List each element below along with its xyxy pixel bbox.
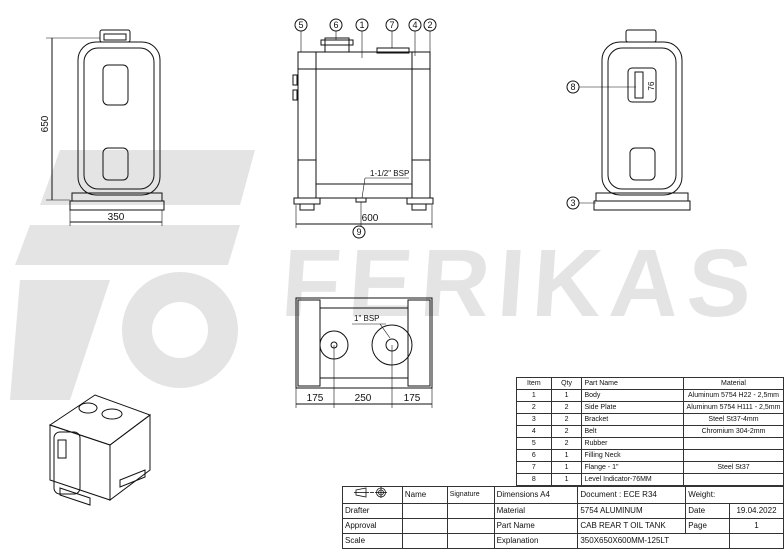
scale-label: Scale bbox=[342, 533, 403, 549]
cell-qty: 1 bbox=[550, 461, 583, 474]
explanation-label: Explanation bbox=[493, 533, 579, 549]
top-view bbox=[295, 297, 433, 408]
balloon-8: 8 bbox=[570, 82, 575, 92]
signature-label: Signature bbox=[446, 486, 495, 504]
drafter-label: Drafter bbox=[342, 503, 403, 519]
part-name-label: Part Name bbox=[493, 518, 579, 534]
title-block: Name Signature Dimensions A4 Document : … bbox=[342, 486, 784, 549]
flange-thread-label: 1" BSP bbox=[354, 314, 380, 323]
balloon-9: 9 bbox=[356, 227, 361, 237]
weight-label: Weight: bbox=[685, 486, 784, 504]
cell-qty: 2 bbox=[550, 401, 583, 414]
explanation-value: 350X650X600MM-125LT bbox=[577, 533, 731, 549]
cell-item: 4 bbox=[516, 425, 552, 438]
part-name-value: CAB REAR T OIL TANK bbox=[577, 518, 687, 534]
cell-part-name: Rubber bbox=[581, 437, 684, 450]
balloon-1: 1 bbox=[359, 20, 364, 30]
side-width-dim: 350 bbox=[108, 212, 125, 223]
balloon-5: 5 bbox=[298, 20, 303, 30]
cell-part-name: Filling Neck bbox=[581, 449, 684, 462]
cell-qty: 1 bbox=[550, 449, 583, 462]
cell-material bbox=[683, 449, 784, 462]
cell-item: 7 bbox=[516, 461, 552, 474]
scale-name bbox=[401, 533, 448, 549]
cell-part-name: Flange - 1" bbox=[581, 461, 684, 474]
empty-cell bbox=[729, 533, 784, 549]
cell-part-name: Bracket bbox=[581, 413, 684, 426]
balloon-3: 3 bbox=[570, 198, 575, 208]
cell-material: Chromium 304-2mm bbox=[683, 425, 784, 438]
cell-part-name: Belt bbox=[581, 425, 684, 438]
approval-label: Approval bbox=[342, 518, 403, 534]
header-part-name: Part Name bbox=[581, 377, 684, 390]
cell-qty: 2 bbox=[550, 437, 583, 450]
header-item: Item bbox=[516, 377, 552, 390]
balloon-6: 6 bbox=[333, 20, 338, 30]
rear-view bbox=[566, 29, 691, 211]
isometric-view bbox=[48, 394, 152, 506]
cell-part-name: Side Plate bbox=[581, 401, 684, 414]
parts-table-header: Item Qty Part Name Material bbox=[516, 377, 784, 390]
drafter-name bbox=[401, 503, 448, 519]
cell-material bbox=[683, 473, 784, 486]
cell-part-name: Body bbox=[581, 389, 684, 402]
top-dim-left: 175 bbox=[307, 393, 324, 404]
date-label: Date bbox=[685, 503, 731, 519]
cell-qty: 1 bbox=[550, 473, 583, 486]
cell-item: 8 bbox=[516, 473, 552, 486]
scale-signature bbox=[446, 533, 495, 549]
cell-material bbox=[683, 437, 784, 450]
drafter-signature bbox=[446, 503, 495, 519]
cell-item: 6 bbox=[516, 449, 552, 462]
front-view bbox=[292, 18, 437, 239]
balloon-7: 7 bbox=[389, 20, 394, 30]
projection-symbol bbox=[342, 486, 403, 504]
suction-thread-label: 1-1/2" BSP bbox=[370, 169, 409, 178]
side-height-dim: 650 bbox=[40, 115, 51, 132]
cell-qty: 1 bbox=[550, 389, 583, 402]
dimensions-value: Dimensions A4 bbox=[493, 486, 579, 504]
cell-item: 5 bbox=[516, 437, 552, 450]
material-label: Material bbox=[493, 503, 579, 519]
balloon-2: 2 bbox=[427, 20, 432, 30]
page-value: 1 bbox=[729, 518, 784, 534]
indicator-dim: 76 bbox=[647, 81, 656, 90]
header-qty: Qty bbox=[550, 377, 583, 390]
name-label: Name bbox=[401, 486, 448, 504]
cell-part-name: Level Indicator-76MM bbox=[581, 473, 684, 486]
cell-material: Aluminum 5754 H111 - 2,5mm bbox=[683, 401, 784, 414]
cell-qty: 2 bbox=[550, 425, 583, 438]
document-value: Document : ECE R34 bbox=[577, 486, 687, 504]
cell-material: Steel St37 bbox=[683, 461, 784, 474]
watermark-logo bbox=[10, 150, 255, 400]
third-angle-projection-icon bbox=[354, 487, 388, 498]
date-value: 19.04.2022 bbox=[729, 503, 784, 519]
cell-item: 1 bbox=[516, 389, 552, 402]
cell-qty: 2 bbox=[550, 413, 583, 426]
material-value: 5754 ALUMINUM bbox=[577, 503, 687, 519]
cell-item: 2 bbox=[516, 401, 552, 414]
side-view bbox=[46, 29, 165, 226]
approval-name bbox=[401, 518, 448, 534]
top-dim-middle: 250 bbox=[355, 393, 372, 404]
cell-material: Aluminum 5754 H22 - 2,5mm bbox=[683, 389, 784, 402]
balloon-4: 4 bbox=[412, 20, 417, 30]
top-dim-right: 175 bbox=[404, 393, 421, 404]
cell-item: 3 bbox=[516, 413, 552, 426]
front-width-dim: 600 bbox=[362, 213, 379, 224]
cell-material: Steel St37-4mm bbox=[683, 413, 784, 426]
approval-signature bbox=[446, 518, 495, 534]
header-material: Material bbox=[683, 377, 784, 390]
page-label: Page bbox=[685, 518, 731, 534]
